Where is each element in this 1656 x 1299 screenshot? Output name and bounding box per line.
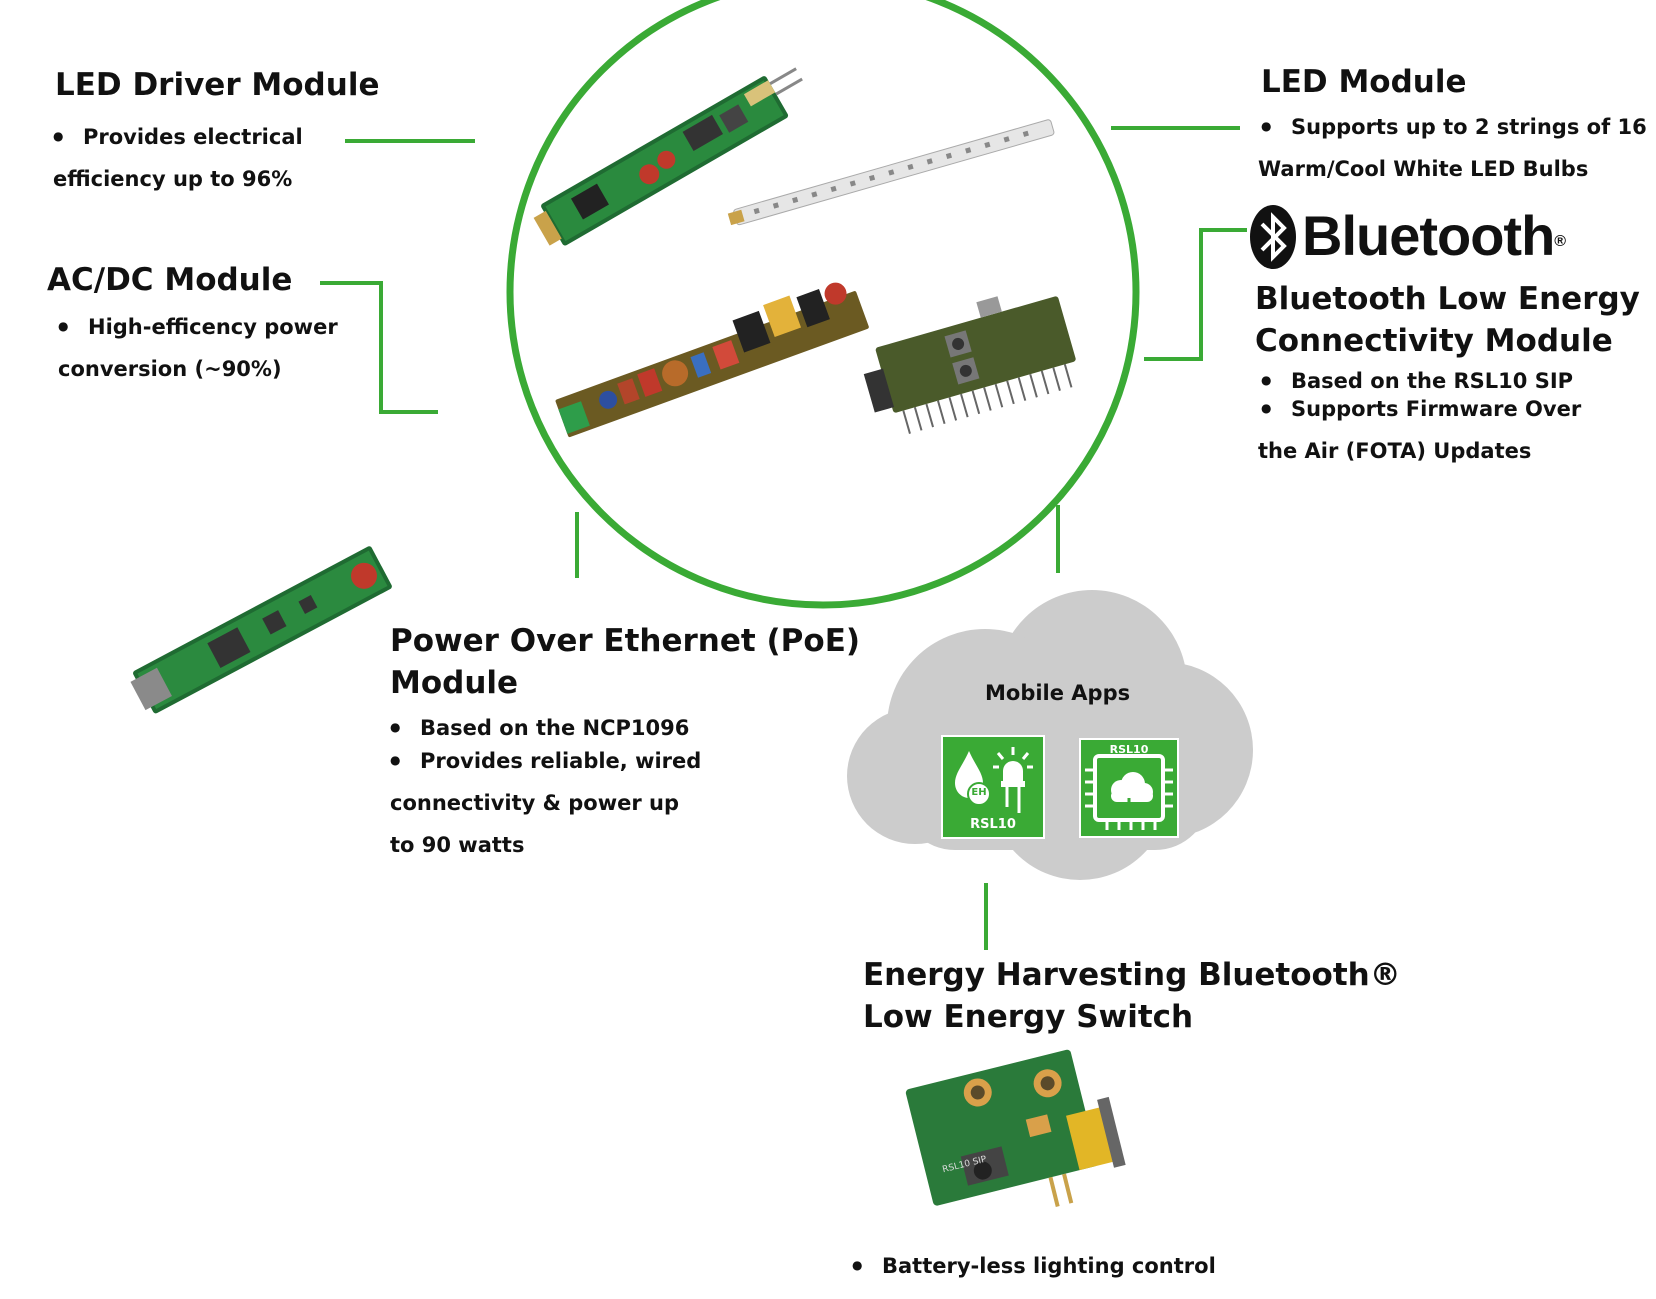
led-driver-line-2: efficiency up to 96%: [53, 167, 293, 191]
poe-line-1: Based on the NCP1096: [390, 714, 689, 743]
chip-icon: [1085, 754, 1173, 830]
acdc-title: AC/DC Module: [47, 262, 293, 298]
ble-line-3: the Air (FOTA) Updates: [1258, 439, 1532, 463]
bluetooth-registered-mark: ®: [1554, 233, 1566, 250]
cloud-icon: [1111, 772, 1153, 813]
ble-line-1: Based on the RSL10 SIP: [1261, 367, 1573, 396]
acdc-line-2: conversion (~90%): [58, 357, 282, 381]
ble-title-line-1: Bluetooth Low Energy: [1255, 281, 1640, 317]
switch-board-image: [905, 1049, 1126, 1207]
switch-title-line-1: Energy Harvesting Bluetooth®: [863, 957, 1401, 993]
eh-app-tile-label: RSL10: [970, 817, 1016, 832]
acdc-board-image: [555, 282, 869, 438]
led-driver-line-1: Provides electrical: [53, 123, 303, 152]
led-module-line-2: Warm/Cool White LED Bulbs: [1258, 157, 1589, 181]
switch-line-1: Battery-less lighting control: [852, 1252, 1216, 1281]
led-module-line-1: Supports up to 2 strings of 16: [1261, 113, 1647, 142]
bluetooth-icon: [1249, 204, 1297, 270]
connector-acdc: [320, 281, 438, 414]
bluetooth-wordmark-text: Bluetooth: [1302, 204, 1555, 267]
cloud-shape: [847, 590, 1253, 880]
led-driver-board-image: [533, 67, 803, 246]
cloud-label: Mobile Apps: [985, 681, 1131, 705]
poe-title-line-1: Power Over Ethernet (PoE): [390, 623, 861, 659]
acdc-line-1: High-efficency power: [58, 313, 338, 342]
ble-title-line-2: Connectivity Module: [1255, 323, 1613, 359]
poe-line-2: Provides reliable, wired: [390, 747, 701, 776]
module-circle: [506, 0, 1140, 609]
led-strip-image: [727, 119, 1055, 226]
poe-board-image: [130, 546, 392, 714]
led-driver-title: LED Driver Module: [55, 67, 380, 103]
poe-line-3: connectivity & power up: [390, 791, 680, 815]
poe-line-4: to 90 watts: [390, 833, 525, 857]
ble-module-board-image: [863, 296, 1076, 434]
eh-app-tile[interactable]: EH RSL10: [941, 735, 1045, 839]
rsl10-app-tile[interactable]: RSL10: [1079, 738, 1179, 838]
poe-title-line-2: Module: [390, 665, 519, 701]
water-drop-icon: [955, 751, 991, 806]
eh-badge-text: EH: [971, 787, 987, 798]
led-module-title: LED Module: [1261, 64, 1467, 100]
led-bulb-icon: [993, 747, 1033, 813]
switch-title-line-2: Low Energy Switch: [863, 999, 1194, 1035]
connector-bluetooth: [1144, 228, 1247, 361]
rsl10-app-tile-label: RSL10: [1109, 743, 1149, 756]
ble-line-2: Supports Firmware Over: [1261, 395, 1581, 424]
bluetooth-wordmark: Bluetooth®: [1302, 204, 1566, 268]
